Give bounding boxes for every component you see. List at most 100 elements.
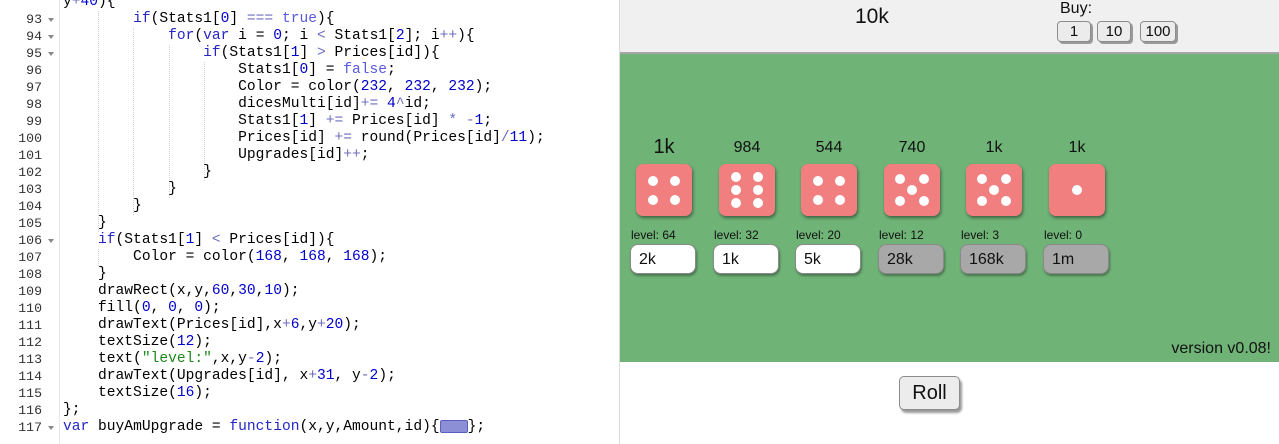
code-line[interactable]: };	[63, 402, 81, 418]
die-pip	[753, 198, 764, 208]
code-line[interactable]: Prices[id] += round(Prices[id]/11);	[63, 130, 545, 146]
upgrade-price-button[interactable]: 2k	[630, 244, 696, 274]
code-line[interactable]: fill(0, 0, 0);	[63, 300, 221, 316]
die-pip	[1072, 185, 1082, 195]
line-number: 100	[18, 131, 42, 146]
line-number: 104	[18, 199, 42, 214]
code-line[interactable]: }	[63, 198, 142, 214]
upgrade-level-label: level: 0	[1044, 228, 1083, 242]
upgrade-price-button[interactable]: 5k	[795, 244, 861, 274]
die-count: 740	[898, 139, 926, 156]
upgrade-level-label: level: 20	[796, 228, 841, 242]
upgrade-price-button[interactable]: 1m	[1043, 244, 1109, 274]
code-line[interactable]: dicesMulti[id]+= 4^id;	[63, 96, 431, 112]
line-number: 111	[18, 318, 42, 333]
code-line[interactable]: drawText(Upgrades[id], x+31, y-2);	[63, 368, 396, 384]
code-line[interactable]: }	[63, 266, 107, 282]
die-pip	[976, 173, 987, 184]
upgrade-price-button[interactable]: 28k	[878, 244, 944, 274]
code-line[interactable]: if(Stats1[0] === true){	[133, 11, 335, 27]
code-line[interactable]: for(var i = 0; i < Stats1[2]; i++){	[168, 28, 475, 44]
die[interactable]	[1049, 164, 1105, 216]
die-pip	[730, 185, 741, 195]
code-line[interactable]: var buyAmUpgrade = function(x,y,Amount,i…	[63, 419, 486, 435]
fold-arrow-icon[interactable]	[48, 35, 54, 39]
code-line[interactable]: Color = color(232, 232, 232);	[63, 79, 493, 95]
upgrade-level-label: level: 32	[714, 228, 759, 242]
line-number	[0, 0, 42, 11]
code-line[interactable]: }	[63, 181, 177, 197]
die-pip	[989, 185, 999, 195]
fold-arrow-icon[interactable]	[48, 52, 54, 56]
die-count: 984	[733, 139, 761, 156]
buy-1-button[interactable]: 1	[1057, 21, 1091, 42]
die[interactable]	[636, 164, 692, 216]
die[interactable]	[719, 164, 775, 216]
top-bar: 10k Buy: 1 10 100	[620, 0, 1279, 54]
line-number: 107	[18, 250, 42, 265]
version-label: version v0.08!	[1171, 340, 1271, 357]
code-line[interactable]: textSize(16);	[63, 385, 212, 401]
buy-amount-label: Buy:	[1060, 0, 1093, 17]
upgrade-level-label: level: 12	[879, 228, 924, 242]
die[interactable]	[884, 164, 940, 216]
code-line[interactable]: Upgrades[id]++;	[63, 147, 370, 163]
line-number: 106	[18, 233, 42, 248]
line-number: 98	[26, 97, 42, 112]
code-line[interactable]: if(Stats1[1] > Prices[id]){	[203, 45, 440, 61]
code-line[interactable]: text("level:",x,y-2);	[63, 351, 282, 367]
fold-arrow-icon[interactable]	[48, 239, 54, 243]
upgrade-level-label: level: 64	[631, 228, 676, 242]
indent-guide	[98, 11, 100, 232]
die-pip	[753, 172, 764, 182]
buy-100-button[interactable]: 100	[1140, 21, 1176, 42]
die-count: 1k	[985, 139, 1003, 156]
line-number: 105	[18, 216, 42, 231]
line-number: 97	[26, 80, 42, 95]
line-number: 94	[26, 29, 42, 44]
upgrade-price-button[interactable]: 168k	[960, 244, 1026, 274]
line-number: 103	[18, 182, 42, 197]
buy-10-button[interactable]: 10	[1097, 21, 1131, 42]
die-pip	[647, 195, 658, 206]
fold-arrow-icon[interactable]	[48, 426, 54, 430]
line-number: 117	[18, 420, 42, 435]
die-pip	[907, 185, 917, 195]
line-number: 108	[18, 267, 42, 282]
code-line[interactable]: Stats1[0] = false;	[63, 62, 396, 78]
die-pip	[647, 175, 658, 186]
indent-guide	[203, 62, 205, 181]
game-canvas[interactable]: 10k Buy: 1 10 100 1k level: 64 2k 984 level:…	[619, 0, 1279, 444]
code-line[interactable]: Color = color(168, 168, 168);	[63, 249, 388, 265]
die-pip	[1001, 173, 1012, 184]
line-number: 96	[26, 63, 42, 78]
upgrade-price-button[interactable]: 1k	[713, 244, 779, 274]
line-number: 110	[18, 301, 42, 316]
line-number: 116	[18, 403, 42, 418]
line-number: 113	[18, 352, 42, 367]
indent-guide	[98, 249, 100, 266]
code-line[interactable]: drawText(Prices[id],x+6,y+20);	[63, 317, 361, 333]
roll-button[interactable]: Roll	[899, 376, 960, 410]
die-pip	[1001, 196, 1012, 207]
code-line[interactable]: }	[63, 164, 212, 180]
fold-placeholder-widget[interactable]	[439, 419, 468, 433]
code-line[interactable]: }	[63, 215, 107, 231]
die[interactable]	[801, 164, 857, 216]
line-number: 93	[26, 12, 42, 27]
die-pip	[976, 196, 987, 207]
die-pip	[812, 195, 823, 206]
code-line[interactable]: textSize(12);	[63, 334, 212, 350]
die[interactable]	[966, 164, 1022, 216]
code-line[interactable]: Stats1[1] += Prices[id] * -1;	[63, 113, 493, 129]
code-line[interactable]: if(Stats1[1] < Prices[id]){	[98, 232, 335, 248]
die-pip	[894, 196, 905, 207]
code-line[interactable]: drawRect(x,y,60,30,10);	[63, 283, 300, 299]
code-line[interactable]: y+40){	[63, 0, 116, 10]
die-pip	[835, 175, 846, 186]
fold-arrow-icon[interactable]	[48, 18, 54, 22]
indent-guide	[133, 28, 135, 215]
